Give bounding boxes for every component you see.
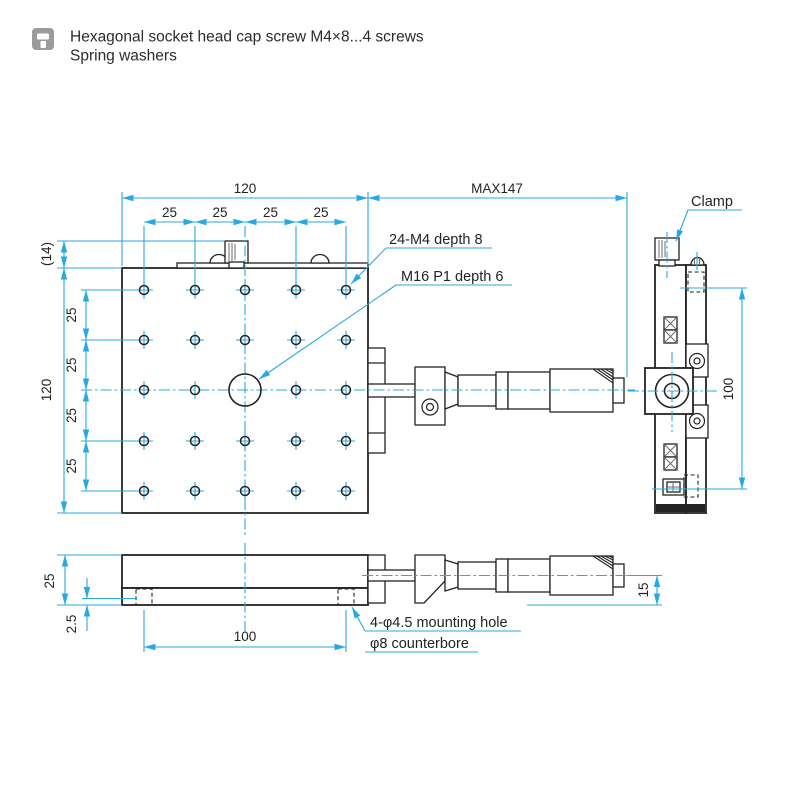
note-header: Hexagonal socket head cap screw M4×8...4… <box>32 28 424 65</box>
leader-line <box>350 247 387 285</box>
counterbore-hole-right <box>337 588 355 606</box>
thread-hole <box>138 384 150 396</box>
block-screw-inner <box>693 357 701 365</box>
block-screw-outer <box>688 412 706 430</box>
thread-hole <box>290 485 302 497</box>
bump-hatch <box>694 258 700 265</box>
thread-hole <box>239 435 251 447</box>
dim-row-text: 25 <box>64 357 79 372</box>
gib-screws-top <box>663 316 678 344</box>
col-extension-lines <box>143 226 347 283</box>
label-mounting-hole: 4-φ4.5 mounting hole <box>370 615 508 631</box>
dim-thickness-text: 25 <box>42 573 57 588</box>
screw-hatch <box>663 456 678 471</box>
block-screw-inner <box>425 402 435 412</box>
thread-hole <box>290 334 302 346</box>
thread-hole <box>239 284 251 296</box>
knurl-hatch <box>592 368 614 384</box>
thread-hole <box>290 435 302 447</box>
thread-hole <box>340 284 352 296</box>
thread-hole <box>189 284 201 296</box>
screw-icon-head <box>37 33 49 40</box>
dim-col-text: 25 <box>212 205 227 220</box>
dim-center-height-text: 15 <box>636 582 651 597</box>
label-counterbore: φ8 counterbore <box>370 636 469 652</box>
gib-screws-bottom <box>663 443 678 471</box>
thread-hole <box>340 334 352 346</box>
dim-col-text: 25 <box>162 205 177 220</box>
screw-icon-shaft <box>40 41 46 48</box>
bottom-view: 25 2.5 100 15 4-φ4.5 mounting hole φ8 co… <box>42 543 662 653</box>
screw-hatch <box>667 482 680 492</box>
thread-hole <box>189 485 201 497</box>
thread-hole <box>138 334 150 346</box>
note-line-1: Hexagonal socket head cap screw M4×8...4… <box>70 29 424 46</box>
block-screw-outer <box>421 398 439 416</box>
dim-row-text: 25 <box>64 458 79 473</box>
leader-line <box>258 284 397 380</box>
hidden-hole-bottom <box>683 474 699 498</box>
thread-hole <box>340 485 352 497</box>
dim-col-text: 25 <box>313 205 328 220</box>
center-thread-hole <box>228 373 262 407</box>
label-center-thread: M16 P1 depth 6 <box>401 269 503 285</box>
thread-holes-grid <box>138 284 352 497</box>
side-view: 100 Clamp <box>628 194 747 514</box>
block-screw-outer <box>688 352 706 370</box>
side-base-band <box>656 504 705 512</box>
micrometer-clamp-block <box>414 554 446 604</box>
micrometer-clamp-block <box>414 366 446 426</box>
knob-hatch <box>228 243 236 261</box>
dim-side-span-text: 100 <box>721 378 736 401</box>
front-view: 120 MAX147 25 25 25 25 (14) 120 25 25 25… <box>39 181 635 537</box>
hidden-hole-top <box>687 271 705 293</box>
counterbore-hole-left <box>135 588 153 606</box>
row-extension-lines <box>81 289 150 492</box>
thread-hole <box>239 334 251 346</box>
thread-hole <box>138 485 150 497</box>
dim-max-text: MAX147 <box>471 181 523 196</box>
dim-mount-span-text: 100 <box>234 629 257 644</box>
dim-knob-text: (14) <box>39 242 54 266</box>
screw-head-bump <box>310 253 330 264</box>
dim-col-text: 25 <box>263 205 278 220</box>
micrometer-bracket <box>367 347 386 454</box>
dim-row-text: 25 <box>64 307 79 322</box>
thread-hole <box>239 485 251 497</box>
thread-hole <box>138 284 150 296</box>
dim-row-text: 25 <box>64 408 79 423</box>
dim-base-text: 2.5 <box>64 615 79 634</box>
thread-hole <box>189 334 201 346</box>
bracket-steps <box>368 362 385 434</box>
knurl-hatch <box>592 555 614 570</box>
hole-crosshairs <box>135 281 355 500</box>
clamp-knob-flange <box>228 261 245 269</box>
clamp-rail <box>176 262 369 269</box>
note-line-2: Spring washers <box>70 48 177 65</box>
thread-hole <box>189 384 201 396</box>
leader-line <box>675 209 689 242</box>
knob-hatch <box>658 240 666 258</box>
screw-hatch <box>663 443 678 458</box>
thread-hole <box>340 384 352 396</box>
thread-hole <box>340 435 352 447</box>
dim-height-text: 120 <box>39 379 54 402</box>
block-screw-inner <box>693 417 701 425</box>
label-clamp: Clamp <box>691 194 733 210</box>
thread-hole <box>290 384 302 396</box>
dim-width-text: 120 <box>234 181 257 196</box>
thread-hole <box>138 435 150 447</box>
leader-line <box>351 606 366 632</box>
thread-hole <box>290 284 302 296</box>
screw-hatch <box>663 329 678 344</box>
thread-hole <box>189 435 201 447</box>
screw-hatch <box>663 316 678 331</box>
label-thread-holes: 24-M4 depth 8 <box>389 232 483 248</box>
